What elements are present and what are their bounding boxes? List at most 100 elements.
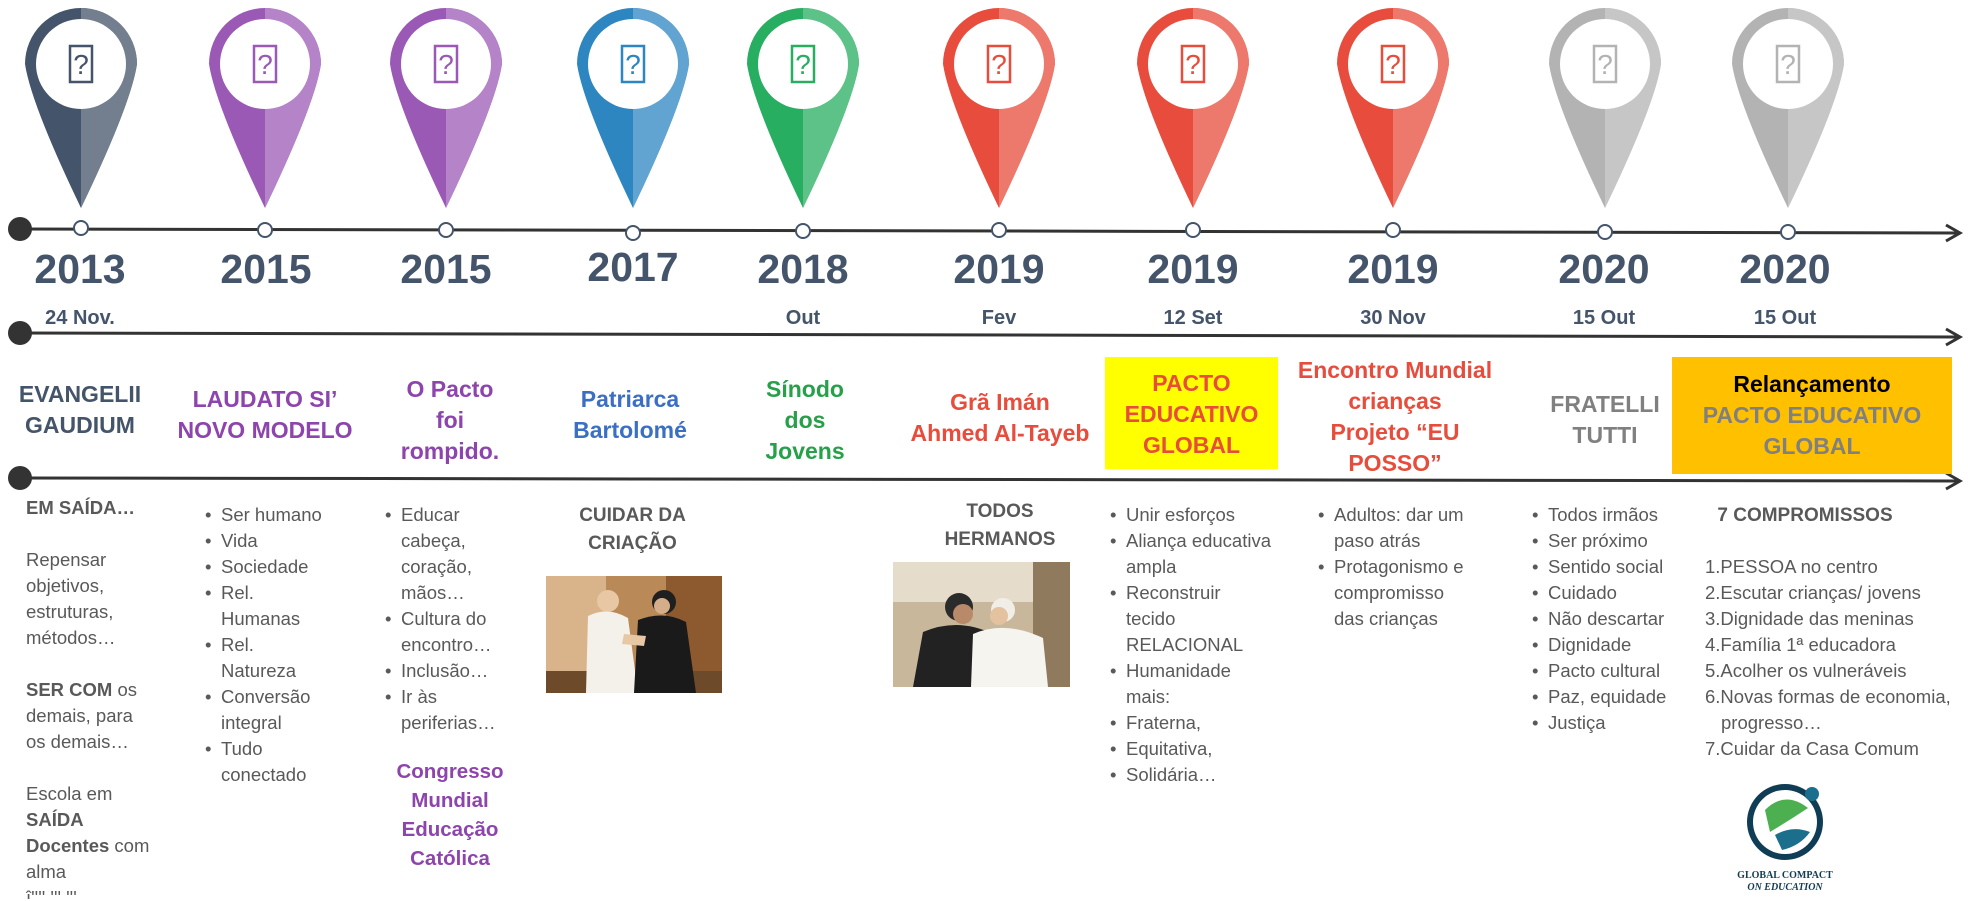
list-item: Vida bbox=[205, 528, 325, 554]
timeline-tick bbox=[257, 222, 273, 238]
timeline-axis bbox=[19, 227, 1959, 235]
location-pin: ? bbox=[1137, 8, 1249, 208]
pin-face bbox=[1743, 19, 1833, 109]
list-item: Fraterna, bbox=[1110, 710, 1275, 736]
fratelli-tutti-list: Todos irmãos Ser próximo Sentido social … bbox=[1532, 502, 1672, 736]
pin-face bbox=[588, 19, 678, 109]
encontro-criancas-list: Adultos: dar um paso atrás Protagonismo … bbox=[1318, 502, 1468, 632]
list-item: Ir às periferias… bbox=[385, 684, 510, 736]
list-item: 5.Acolher os vulneráveis bbox=[1705, 660, 1907, 681]
image-placeholder-icon bbox=[790, 44, 816, 84]
timeline-tick bbox=[73, 220, 89, 236]
list-item: 3.Dignidade das meninas bbox=[1705, 608, 1914, 629]
pin-glyph: ? bbox=[1597, 49, 1613, 80]
location-pin: ? bbox=[577, 8, 689, 208]
pope-bartholomew-photo bbox=[546, 576, 722, 693]
list-item: 7.Cuidar da Casa Comum bbox=[1705, 738, 1919, 759]
image-placeholder-icon bbox=[1592, 44, 1618, 84]
year-label: 2015 bbox=[220, 246, 312, 292]
timeline-tick bbox=[1597, 224, 1613, 240]
year-label: 2019 bbox=[1347, 246, 1439, 292]
pope-imam-embrace-photo bbox=[893, 562, 1070, 687]
list-item: Justiça bbox=[1532, 710, 1672, 736]
divider-arrowhead bbox=[1945, 471, 1964, 491]
date-label: 12 Set bbox=[1163, 307, 1223, 329]
pin-face bbox=[401, 19, 491, 109]
compromissos-list: 1.PESSOA no centro 2.Escutar crianças/ j… bbox=[1705, 554, 1955, 762]
list-item: Pacto cultural bbox=[1532, 658, 1672, 684]
pin-face bbox=[1148, 19, 1238, 109]
list-item: Cultura do encontro… bbox=[385, 606, 510, 658]
location-pin: ? bbox=[1732, 8, 1844, 208]
location-pin: ? bbox=[747, 8, 859, 208]
list-item: Aliança educativa ampla bbox=[1110, 528, 1275, 580]
year-label: 2018 bbox=[757, 246, 849, 292]
year-label: 2017 bbox=[587, 244, 679, 290]
location-pin: ? bbox=[943, 8, 1055, 208]
list-item: Tudo conectado bbox=[205, 736, 325, 788]
divider-start-dot bbox=[8, 321, 32, 345]
date-divider-line bbox=[19, 331, 1959, 339]
divider-start-dot bbox=[8, 466, 32, 490]
list-item: Sociedade bbox=[205, 554, 325, 580]
timeline-tick bbox=[1185, 222, 1201, 238]
list-item: Conversão integral bbox=[205, 684, 325, 736]
pin-glyph: ? bbox=[1385, 49, 1401, 80]
timeline-tick bbox=[1780, 224, 1796, 240]
list-item: Reconstruir tecido RELACIONAL bbox=[1110, 580, 1275, 658]
pin-glyph: ? bbox=[625, 49, 641, 80]
global-compact-logo: GLOBAL COMPACT ON EDUCATION bbox=[1730, 780, 1840, 898]
list-item: Unir esforços bbox=[1110, 502, 1275, 528]
location-pin: ? bbox=[25, 8, 137, 208]
list-item: Não descartar bbox=[1532, 606, 1672, 632]
list-item: Humanidade mais: bbox=[1110, 658, 1275, 710]
pacto-educativo-list: Unir esforços Aliança educativa ampla Re… bbox=[1110, 502, 1275, 788]
timeline-tick bbox=[438, 222, 454, 238]
image-placeholder-icon bbox=[1180, 44, 1206, 84]
timeline-tick bbox=[1385, 222, 1401, 238]
compromissos-heading: 7 COMPROMISSOS bbox=[1717, 505, 1893, 526]
event-title-laudato-si: LAUDATO SI’NOVO MODELO bbox=[177, 386, 353, 443]
list-item: Dignidade bbox=[1532, 632, 1672, 658]
list-item: Ser humano bbox=[205, 502, 325, 528]
list-item: Rel. Natureza bbox=[205, 632, 325, 684]
pin-face bbox=[220, 19, 310, 109]
list-item: Paz, equidade bbox=[1532, 684, 1672, 710]
pin-face bbox=[1348, 19, 1438, 109]
image-placeholder-icon bbox=[252, 44, 278, 84]
pin-glyph: ? bbox=[73, 49, 89, 80]
date-label: 15 Out bbox=[1753, 307, 1817, 329]
image-placeholder-icon bbox=[986, 44, 1012, 84]
pacto-rompido-list: Educar cabeça, coração, mãos… Cultura do… bbox=[385, 502, 510, 736]
location-pin: ? bbox=[1337, 8, 1449, 208]
list-item: Inclusão… bbox=[385, 658, 510, 684]
list-item: Equitativa, bbox=[1110, 736, 1275, 762]
pin-glyph: ? bbox=[1780, 49, 1796, 80]
year-label: 2013 bbox=[34, 246, 126, 292]
year-label: 2020 bbox=[1739, 246, 1831, 292]
list-item: 4.Família 1ª educadora bbox=[1705, 634, 1896, 655]
list-item: Todos irmãos bbox=[1532, 502, 1672, 528]
image-placeholder-icon bbox=[620, 44, 646, 84]
pin-face bbox=[36, 19, 126, 109]
date-label: Fev bbox=[981, 307, 1017, 329]
pin-glyph: ? bbox=[1185, 49, 1201, 80]
laudato-si-list: Ser humano Vida Sociedade Rel. Humanas R… bbox=[205, 502, 325, 788]
list-item: Sentido social bbox=[1532, 554, 1672, 580]
image-placeholder-icon bbox=[68, 44, 94, 84]
pin-glyph: ? bbox=[438, 49, 454, 80]
list-item: Solidária… bbox=[1110, 762, 1275, 788]
date-label: 30 Nov bbox=[1360, 307, 1426, 329]
date-label: Out bbox=[785, 307, 821, 329]
